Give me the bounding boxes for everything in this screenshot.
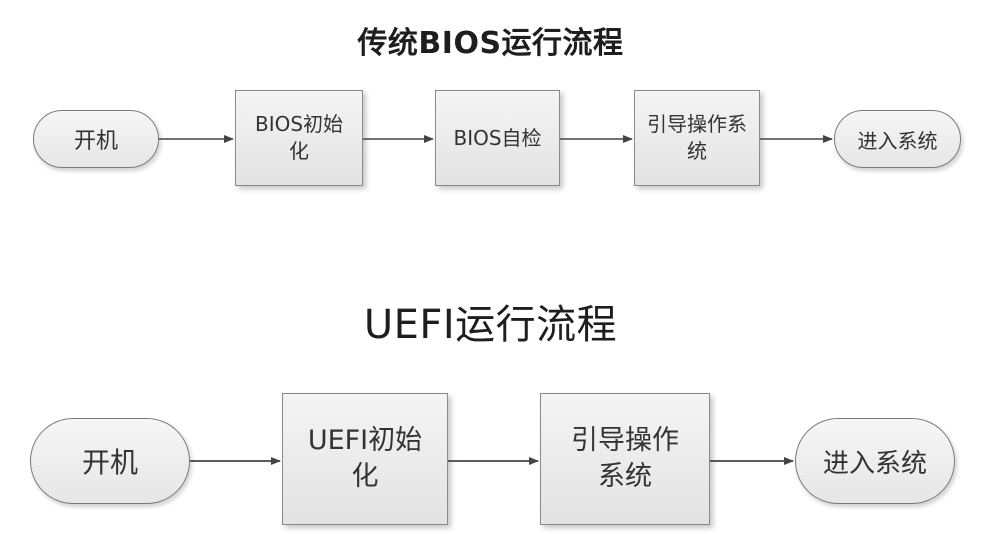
bios-init-label: BIOS初始化 [254,112,344,163]
bios-flow-title: 传统BIOS运行流程 [357,26,624,61]
uefi-init-node: UEFI初始化 [282,393,448,525]
bios-start-label: 开机 [73,129,118,154]
uefi-init-label: UEFI初始化 [307,424,423,492]
bios-boot-os-label: 引导操作系统 [647,112,747,163]
uefi-boot-os-node: 引导操作系统 [540,393,710,525]
uefi-boot-os-label: 引导操作系统 [571,424,679,492]
uefi-enter-system-node: 进入系统 [795,418,955,504]
bios-start-node: 开机 [33,110,159,168]
uefi-start-label: 开机 [81,446,138,479]
bios-boot-os-node: 引导操作系统 [634,90,760,186]
uefi-start-node: 开机 [30,418,190,504]
bios-post-label: BIOS自检 [453,125,542,150]
bios-enter-system-node: 进入系统 [834,110,961,168]
bios-enter-system-label: 进入系统 [857,128,938,153]
bios-post-node: BIOS自检 [435,90,560,186]
bios-init-node: BIOS初始化 [235,90,363,186]
uefi-flow-title: UEFI运行流程 [363,302,618,348]
uefi-enter-system-label: 进入系统 [822,448,927,479]
